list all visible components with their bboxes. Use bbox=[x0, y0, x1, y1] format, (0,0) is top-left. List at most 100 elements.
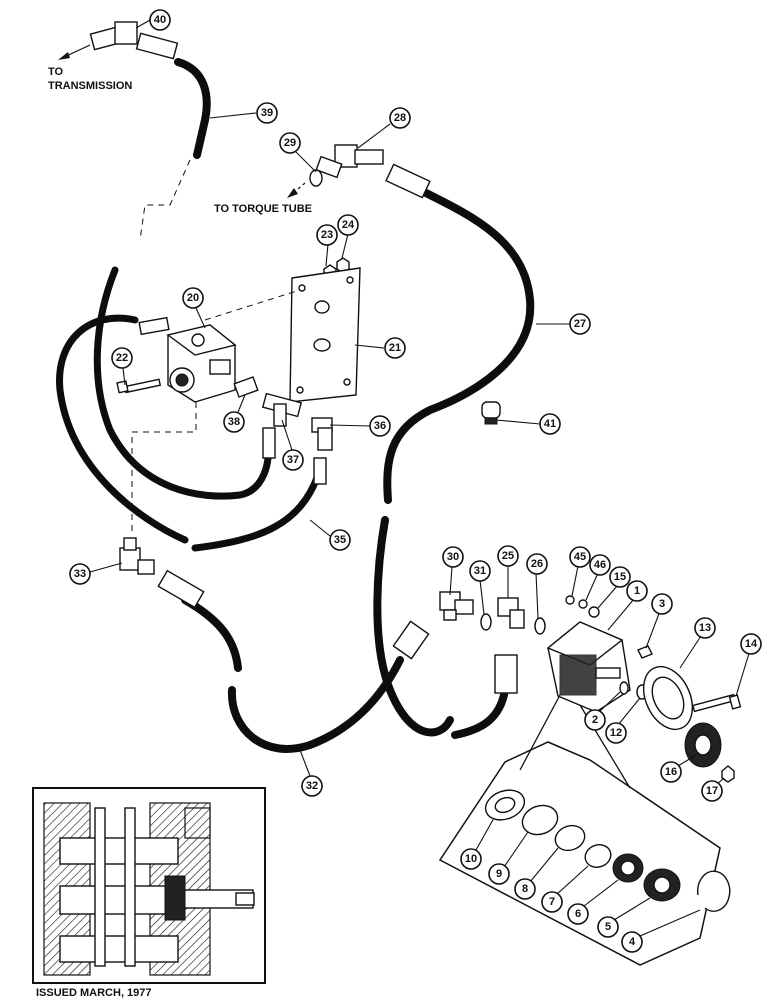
svg-text:13: 13 bbox=[699, 622, 711, 634]
svg-text:10: 10 bbox=[465, 853, 477, 865]
fitting-hose-end-b bbox=[313, 457, 327, 485]
clip-41 bbox=[481, 401, 501, 425]
svg-text:37: 37 bbox=[287, 454, 299, 466]
callout-31: 31 bbox=[469, 560, 491, 582]
gear-16 bbox=[684, 722, 722, 768]
note-transmission: TRANSMISSION bbox=[48, 80, 132, 92]
fitting-32-end bbox=[157, 569, 205, 609]
seal-31 bbox=[480, 613, 492, 631]
bolt-14 bbox=[692, 693, 742, 713]
bearing-5-inner bbox=[653, 876, 671, 894]
callout-8: 8 bbox=[514, 878, 536, 900]
fitting-28-elbow bbox=[315, 144, 384, 179]
svg-text:24: 24 bbox=[342, 219, 355, 231]
callout-38: 38 bbox=[223, 411, 245, 433]
callout-15: 15 bbox=[609, 566, 631, 588]
elbow-33 bbox=[119, 537, 155, 575]
callout-21: 21 bbox=[384, 337, 406, 359]
svg-text:16: 16 bbox=[665, 766, 677, 778]
hose-35 bbox=[191, 471, 322, 552]
svg-text:30: 30 bbox=[447, 551, 459, 563]
callout-29: 29 bbox=[279, 132, 301, 154]
tee-37 bbox=[261, 392, 303, 427]
washer-46 bbox=[578, 599, 588, 609]
elbow-30 bbox=[439, 591, 474, 621]
callout-24: 24 bbox=[337, 214, 359, 236]
callout-22: 22 bbox=[111, 347, 133, 369]
nut-17 bbox=[721, 765, 735, 783]
callout-3: 3 bbox=[651, 593, 673, 615]
washer-45 bbox=[565, 595, 575, 605]
callout-9: 9 bbox=[488, 863, 510, 885]
callout-40: 40 bbox=[149, 9, 171, 31]
seal-29 bbox=[309, 169, 323, 187]
callout-17: 17 bbox=[701, 780, 723, 802]
elbow-36 bbox=[311, 417, 333, 451]
callout-36: 36 bbox=[369, 415, 391, 437]
fitting-38 bbox=[233, 376, 259, 398]
seal-7 bbox=[584, 844, 612, 868]
snap-ring-4 bbox=[697, 870, 731, 912]
ring-9 bbox=[521, 804, 559, 836]
svg-text:29: 29 bbox=[284, 137, 296, 149]
callout-32: 32 bbox=[301, 775, 323, 797]
svg-text:9: 9 bbox=[496, 868, 502, 880]
fitting-hose-400 bbox=[392, 620, 430, 660]
callout-13: 13 bbox=[694, 617, 716, 639]
callout-1: 1 bbox=[626, 580, 648, 602]
svg-text:27: 27 bbox=[574, 318, 586, 330]
pump-1 bbox=[546, 621, 631, 713]
callout-37: 37 bbox=[282, 449, 304, 471]
svg-text:45: 45 bbox=[574, 551, 586, 563]
callout-12: 12 bbox=[605, 722, 627, 744]
arrow-to-torque-tube bbox=[287, 182, 306, 198]
hose-32 bbox=[181, 596, 404, 753]
svg-text:17: 17 bbox=[706, 785, 718, 797]
seal-26 bbox=[534, 617, 546, 635]
note-to-torque-tube: TO TORQUE TUBE bbox=[214, 203, 312, 215]
callout-41: 41 bbox=[539, 413, 561, 435]
svg-text:38: 38 bbox=[228, 416, 240, 428]
svg-text:32: 32 bbox=[306, 780, 318, 792]
dashed-link-20-21 bbox=[204, 289, 301, 321]
washer-2 bbox=[619, 681, 629, 695]
callout-10: 10 bbox=[460, 848, 482, 870]
gasket-13 bbox=[642, 665, 694, 731]
callout-25: 25 bbox=[497, 545, 519, 567]
dashed-link-39 bbox=[139, 159, 191, 241]
svg-text:31: 31 bbox=[474, 565, 486, 577]
svg-text:40: 40 bbox=[154, 14, 166, 26]
seal-6-inner bbox=[620, 860, 636, 876]
callout-2: 2 bbox=[584, 709, 606, 731]
svg-text:4: 4 bbox=[629, 936, 636, 948]
plate-21 bbox=[289, 267, 361, 403]
fitting-40-elbow bbox=[89, 21, 179, 60]
hose-left-loop bbox=[56, 314, 189, 544]
elbow-25 bbox=[497, 597, 525, 629]
svg-text:1: 1 bbox=[634, 585, 640, 597]
fitting-27-end bbox=[385, 163, 431, 199]
svg-text:23: 23 bbox=[321, 229, 333, 241]
callout-39: 39 bbox=[256, 102, 278, 124]
svg-text:3: 3 bbox=[659, 598, 665, 610]
svg-text:35: 35 bbox=[334, 534, 346, 546]
callout-23: 23 bbox=[316, 224, 338, 246]
callout-27: 27 bbox=[569, 313, 591, 335]
callout-5: 5 bbox=[597, 916, 619, 938]
callout-16: 16 bbox=[660, 761, 682, 783]
svg-text:15: 15 bbox=[614, 571, 626, 583]
svg-text:25: 25 bbox=[502, 550, 514, 562]
dashed-link-20-33 bbox=[131, 402, 197, 535]
leader-lines bbox=[89, 19, 751, 937]
callout-30: 30 bbox=[442, 546, 464, 568]
note-to: TO bbox=[48, 66, 64, 78]
callout-14: 14 bbox=[740, 633, 762, 655]
svg-text:21: 21 bbox=[389, 342, 401, 354]
callout-26: 26 bbox=[526, 553, 548, 575]
valve-20 bbox=[138, 316, 237, 403]
hose-39 bbox=[174, 58, 211, 159]
callout-46: 46 bbox=[589, 554, 611, 576]
callout-6: 6 bbox=[567, 903, 589, 925]
fitting-hose-500 bbox=[494, 654, 518, 694]
